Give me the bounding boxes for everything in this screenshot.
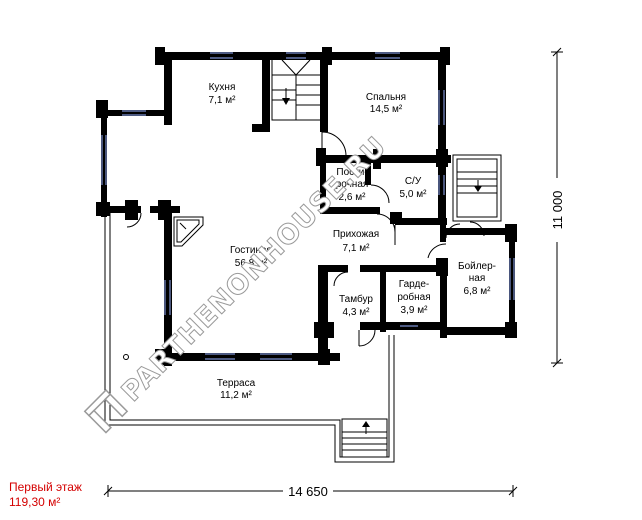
vestibule-name: Тамбур: [339, 293, 373, 305]
terrace-post-icon: [123, 354, 129, 360]
wardrobe-name-2: робная: [397, 291, 430, 303]
linen-room-name-2: рочная: [336, 179, 369, 190]
interior-stairs: [271, 59, 320, 121]
bedroom-area: 14,5 м²: [370, 104, 403, 115]
watermark-text: PARTHENONHOUSE.RU: [116, 131, 393, 408]
kitchen-name: Кухня: [209, 82, 236, 93]
hall-area: 7,1 м²: [343, 243, 371, 254]
width-dimension: 14 650: [288, 484, 328, 499]
side-stairs-arrow-icon: [474, 180, 482, 192]
fireplace-icon: [173, 216, 204, 247]
terrace-outline: [104, 212, 395, 463]
kitchen-area: 7,1 м²: [209, 95, 237, 106]
floor-caption: Первый этаж 119,30 м²: [9, 480, 82, 510]
vestibule-area: 4,3 м²: [343, 307, 371, 318]
hall-name: Прихожая: [333, 229, 379, 240]
linen-room-name-1: Пости-: [336, 167, 367, 178]
entrance-stairs: [341, 418, 388, 458]
boiler-room-name-2: ная: [469, 273, 486, 284]
living-room-name: Гостиная: [230, 245, 272, 256]
height-dimension: 11 000: [550, 191, 565, 230]
boiler-room-name-1: Бойлер-: [458, 261, 496, 272]
wardrobe-name-1: Гарде-: [399, 279, 429, 290]
width-dimension-line: [103, 485, 518, 497]
height-dimension-line: [551, 47, 563, 368]
boiler-room-area: 6,8 м²: [464, 286, 492, 297]
bedroom-name: Спальня: [366, 92, 406, 103]
living-room-area: 56,8 м²: [235, 258, 268, 269]
terrace-area: 11,2 м²: [220, 390, 252, 401]
walls: [96, 47, 517, 366]
bathroom-area: 5,0 м²: [400, 189, 428, 200]
interior-stairs-arrow-icon: [282, 88, 290, 105]
door-swings: [126, 131, 485, 347]
bathroom-name: С/У: [405, 176, 422, 187]
terrace-name: Терраса: [217, 378, 256, 389]
windows: [101, 52, 515, 360]
floor-area: 119,30 м²: [9, 495, 61, 509]
floor-title: Первый этаж: [9, 480, 82, 494]
wardrobe-area: 3,9 м²: [401, 305, 429, 316]
watermark-logo-icon: [83, 389, 129, 434]
side-stairs: [452, 154, 502, 222]
linen-room-area: 2,6 м²: [339, 192, 367, 203]
entrance-arrow-icon: [362, 421, 370, 434]
room-labels: Кухня 7,1 м² Спальня 14,5 м² Пости- рочн…: [209, 82, 496, 401]
